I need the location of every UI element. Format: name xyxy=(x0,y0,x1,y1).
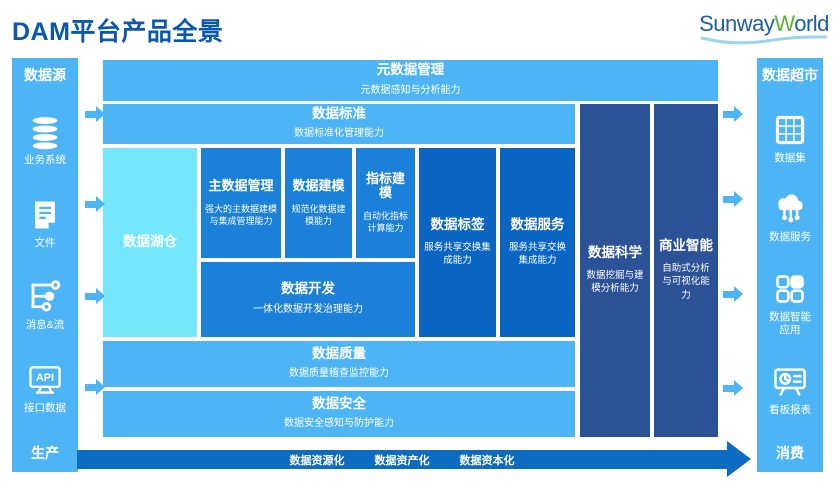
block-subtitle: 数据质量稽查监控能力 xyxy=(289,368,389,380)
bottom-flow-arrowhead-icon xyxy=(727,441,751,477)
left-sidebar-title: 数据源 xyxy=(24,67,66,83)
logo-text: SunwayWorld xyxy=(699,11,829,36)
bottom-arrow-label: 数据资本化 xyxy=(459,454,515,467)
svg-text:API: API xyxy=(36,372,54,384)
block-subtitle: 强大的主数据建模与集成管理能力 xyxy=(205,203,278,226)
block-title: 元数据管理 xyxy=(376,62,445,78)
block-title: 商业智能 xyxy=(659,238,713,254)
block-master-data-management: 主数据管理 强大的主数据建模与集成管理能力 xyxy=(201,148,281,258)
block-data-security: 数据安全 数据安全感知与防护能力 xyxy=(103,391,575,437)
block-subtitle: 数据安全感知与防护能力 xyxy=(284,418,394,430)
sidebar-item-label: 文件 xyxy=(34,236,56,249)
sidebar-item-label: 数据服务 xyxy=(769,231,811,244)
flow-arrow-right-icon xyxy=(723,380,743,396)
block-data-lakehouse: 数据湖仓 xyxy=(103,148,197,337)
block-data-standard: 数据标准 数据标准化管理能力 xyxy=(103,104,575,144)
stream-icon xyxy=(26,278,64,316)
sidebar-item-file: 文件 xyxy=(26,196,64,250)
block-title: 数据科学 xyxy=(588,244,642,260)
block-indicator-modeling: 指标建模 自动化指标计算能力 xyxy=(356,148,415,258)
cloud-network-icon xyxy=(771,190,809,228)
block-subtitle: 元数据感知与分析能力 xyxy=(360,84,461,96)
left-sidebar-footer: 生产 xyxy=(31,444,59,461)
right-sidebar-title: 数据超市 xyxy=(762,67,818,83)
sidebar-item-dataset: 数据集 xyxy=(771,111,809,165)
bottom-arrow-label: 数据资源化 xyxy=(289,454,345,467)
flow-arrow-left-icon xyxy=(85,196,105,212)
sunwayworld-logo: SunwayWorld xyxy=(698,11,830,46)
block-title: 数据湖仓 xyxy=(123,234,177,250)
block-title: 数据标签 xyxy=(430,216,485,232)
database-icon xyxy=(26,113,64,151)
block-subtitle: 服务共享交换集成能力 xyxy=(508,241,566,266)
flow-arrow-left-icon xyxy=(85,379,105,395)
sidebar-item-label: 数据集 xyxy=(774,151,806,164)
sidebar-item-label: 看板报表 xyxy=(769,404,811,417)
block-data-tag: 数据标签 服务共享交换集成能力 xyxy=(419,148,496,337)
block-subtitle: 服务共享交换集成能力 xyxy=(424,241,491,266)
flow-arrow-left-icon xyxy=(85,106,105,122)
block-title: 数据质量 xyxy=(312,345,366,361)
block-business-intelligence: 商业智能 自助式分析与可视化能力 xyxy=(654,104,718,437)
sidebar-item-label: 接口数据 xyxy=(24,401,66,414)
sidebar-item-message-stream: 消息&流 xyxy=(25,278,65,332)
file-icon xyxy=(26,196,64,234)
block-subtitle: 自动化指标计算能力 xyxy=(362,210,408,233)
block-title: 指标建模 xyxy=(365,171,405,201)
block-title: 数据标准 xyxy=(312,105,366,121)
block-subtitle: 一体化数据开发治理能力 xyxy=(253,303,363,315)
sidebar-item-data-intelligent-app: 数据智能应用 xyxy=(766,270,814,337)
flow-arrow-right-icon xyxy=(723,191,743,207)
block-title: 主数据管理 xyxy=(208,178,274,194)
sidebar-item-dashboard-report: 看板报表 xyxy=(769,363,811,417)
sidebar-item-business-system: 业务系统 xyxy=(24,113,66,167)
block-subtitle: 数据标准化管理能力 xyxy=(294,128,384,140)
dashboard-board-icon xyxy=(771,363,809,401)
block-title: 数据安全 xyxy=(312,395,366,411)
page-title: DAM平台产品全景 xyxy=(12,18,224,46)
right-sidebar: 数据超市 数据集 xyxy=(757,58,823,472)
api-monitor-icon: API xyxy=(26,361,64,399)
block-data-quality: 数据质量 数据质量稽查监控能力 xyxy=(103,341,575,387)
app-squares-icon xyxy=(771,270,809,308)
sidebar-item-data-service: 数据服务 xyxy=(769,190,811,244)
logo-swoosh-icon xyxy=(700,35,828,45)
flow-arrow-right-icon xyxy=(723,106,743,122)
sidebar-item-label: 业务系统 xyxy=(24,154,66,167)
block-subtitle: 规范化数据建模能力 xyxy=(291,203,346,226)
block-data-development: 数据开发 一体化数据开发治理能力 xyxy=(201,262,415,337)
block-title: 数据开发 xyxy=(281,281,335,297)
block-data-service: 数据服务 服务共享交换集成能力 xyxy=(500,148,575,337)
flow-arrow-right-icon xyxy=(723,286,743,302)
bottom-arrow-label: 数据资产化 xyxy=(374,454,430,467)
bottom-flow-arrow: 数据资源化 数据资产化 数据资本化 xyxy=(77,450,727,469)
block-subtitle: 自助式分析与可视化能力 xyxy=(662,262,710,301)
sidebar-item-label: 消息&流 xyxy=(25,319,65,332)
sidebar-item-label: 数据智能应用 xyxy=(769,311,811,337)
block-title: 数据建模 xyxy=(292,178,345,194)
block-data-science: 数据科学 数据挖掘与建模分析能力 xyxy=(580,104,650,437)
block-data-modeling: 数据建模 规范化数据建模能力 xyxy=(285,148,352,258)
block-subtitle: 数据挖掘与建模分析能力 xyxy=(586,269,644,294)
block-metadata-management: 元数据管理 元数据感知与分析能力 xyxy=(103,60,718,101)
right-sidebar-footer: 消费 xyxy=(776,444,804,461)
sidebar-item-api-data: API 接口数据 xyxy=(24,361,66,415)
block-title: 数据服务 xyxy=(510,216,565,232)
flow-arrow-left-icon xyxy=(85,288,105,304)
left-sidebar: 数据源 业务系统 xyxy=(12,58,78,472)
dataset-grid-icon xyxy=(771,111,809,149)
